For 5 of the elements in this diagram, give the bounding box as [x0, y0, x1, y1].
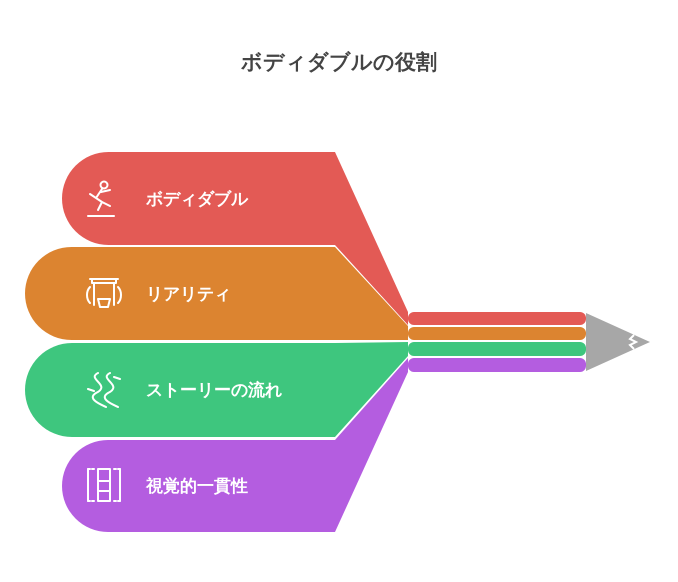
- item-label: リアリティ: [146, 283, 231, 305]
- item-label: 視覚的一貫性: [146, 476, 248, 498]
- item-label: ストーリーの流れ: [146, 380, 282, 402]
- item-label: ボディダブル: [146, 188, 248, 210]
- title: ボディダブルの役割: [240, 49, 438, 76]
